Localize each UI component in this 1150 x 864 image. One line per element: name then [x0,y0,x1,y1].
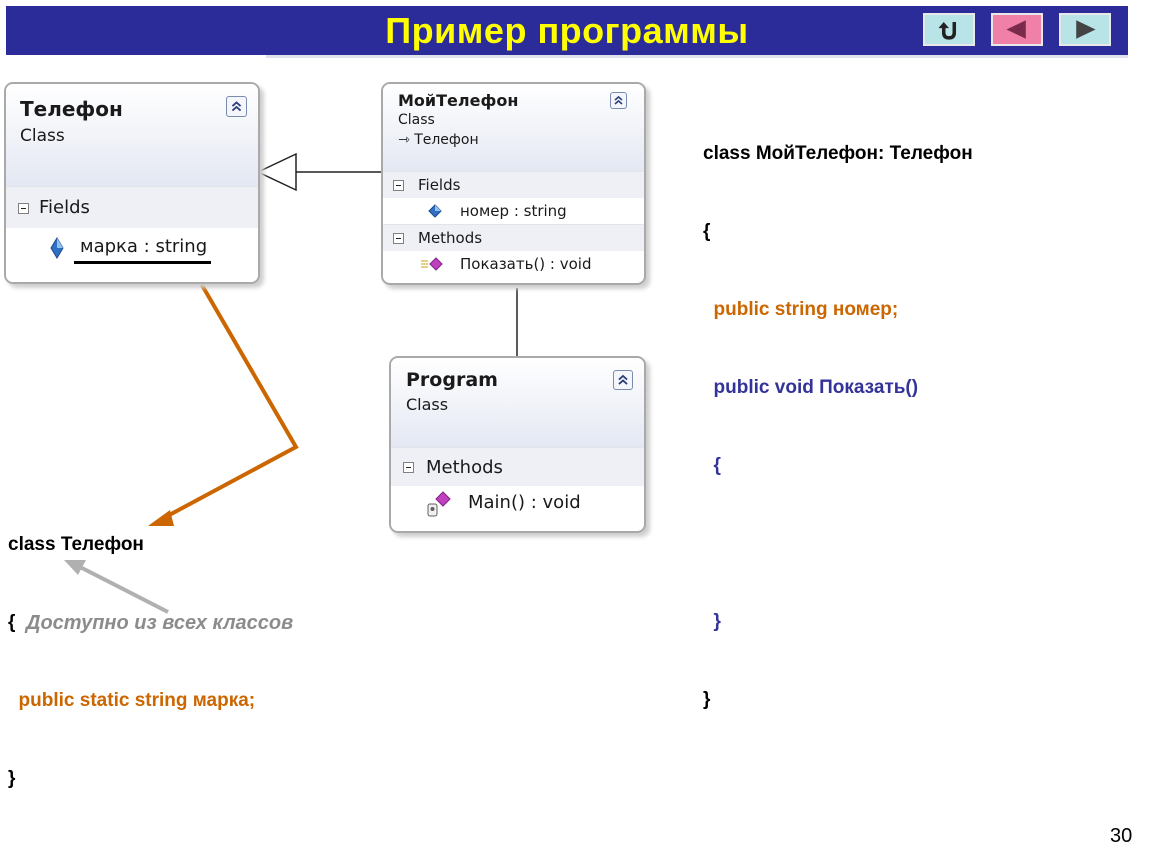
inherits-arrow-icon: ⇾ [398,132,415,148]
fields-label: Fields [39,197,90,218]
method-main[interactable]: Main() : void [468,492,581,513]
page-number: 30 [1110,825,1133,847]
next-slide-button[interactable] [1059,13,1111,46]
collapse-methods-toggle[interactable] [403,462,414,473]
code-line [703,531,973,557]
method-icon [421,257,443,271]
return-arrow-icon [938,22,957,40]
base-class: ⇾ Телефон [398,132,479,148]
collapse-fields-toggle[interactable] [393,180,404,191]
slide-title: Пример программы [385,10,749,51]
code-line: } [703,689,711,710]
code-line: { [8,612,16,633]
header-underline [266,55,1128,58]
collapse-methods-toggle[interactable] [393,233,404,244]
field-nomer[interactable]: номер : string [460,202,567,220]
double-chevron-up-icon [614,95,623,105]
accessibility-note: Доступно из всех классов [26,612,294,634]
class-box-program[interactable]: Program Class Methods Main() : void [389,356,646,533]
code-line: { [703,455,721,476]
double-chevron-up-icon [231,101,242,112]
collapse-button[interactable] [610,92,627,109]
static-method-icon [427,491,451,517]
code-line: } [8,768,16,789]
collapse-fields-toggle[interactable] [18,203,29,214]
field-underline [74,261,211,264]
code-line: } [703,611,721,632]
class-name: Program [406,369,498,391]
class-name: Телефон [20,97,123,121]
base-class-name: Телефон [414,132,479,148]
triangle-left-icon [1006,20,1026,39]
inheritance-arrowhead [256,152,297,192]
field-diamond-icon [428,204,442,218]
code-block-moy-telefon: class МойТелефон: Телефон { public strin… [703,89,973,739]
code-line: public string номер; [703,299,899,320]
code-line: class Телефон [8,534,144,555]
triangle-right-icon [1076,20,1096,39]
class-type: Class [406,395,449,414]
collapse-button[interactable] [226,96,247,117]
class-box-telefon[interactable]: Телефон Class Fields марка : string [4,82,260,284]
code-line: class МойТелефон: Телефон [703,143,973,164]
field-diamond-icon [50,237,64,259]
collapse-button[interactable] [613,370,633,390]
previous-slide-button[interactable] [991,13,1043,46]
methods-label: Methods [426,457,503,478]
code-block-telefon: class Телефон { public static string мар… [8,480,255,818]
class-type: Class [398,112,435,128]
code-line: { [703,221,711,242]
return-button[interactable] [923,13,975,46]
double-chevron-up-icon [618,374,628,385]
class-name: МойТелефон [398,91,519,110]
field-marka[interactable]: марка : string [80,236,208,257]
fields-label: Fields [418,176,461,194]
code-line: public void Показать() [703,377,919,398]
code-line: public static string марка; [8,690,256,711]
class-box-moy-telefon[interactable]: МойТелефон Class ⇾ Телефон Fields номер … [381,82,646,285]
class-type: Class [20,126,65,146]
methods-label: Methods [418,229,483,247]
method-pokazat[interactable]: Показать() : void [460,255,592,273]
